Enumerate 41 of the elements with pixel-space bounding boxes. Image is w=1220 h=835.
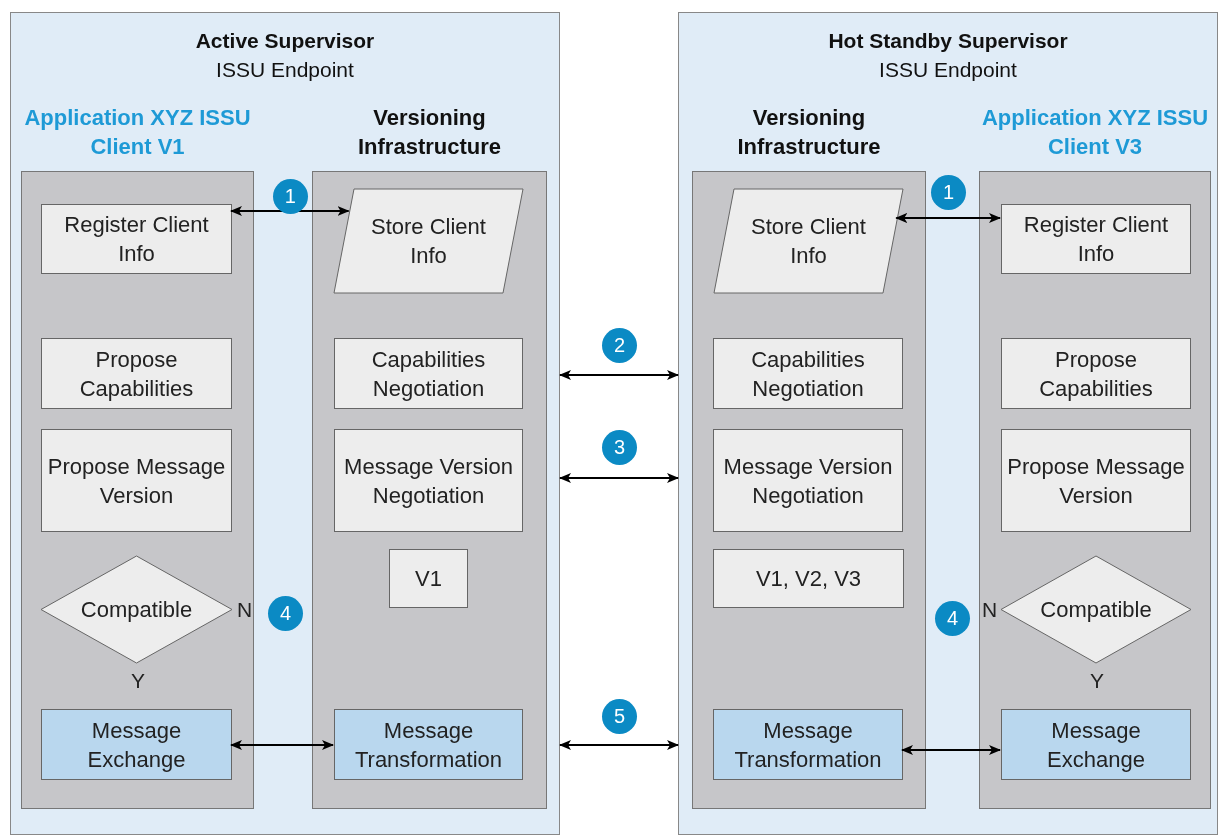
process-box: Register Client Info [1001,204,1191,274]
branch-label: Y [1090,669,1104,693]
process-box: Register Client Info [41,204,232,274]
panel-subtitle: ISSU Endpoint [215,58,355,82]
process-box: Message Exchange [41,709,232,780]
double-arrow [559,473,679,483]
process-box: Propose Capabilities [1001,338,1191,409]
process-box: Message Transformation [334,709,523,780]
lane-heading: Application XYZ ISSU Client V1 [23,104,252,161]
process-box: V1 [389,549,468,608]
process-box: Message Exchange [1001,709,1191,780]
process-box: Message Version Negotiation [334,429,523,532]
panel-title: Active Supervisor [194,29,376,53]
process-box: Capabilities Negotiation [334,338,523,409]
process-box: Propose Message Version [41,429,232,532]
branch-label: Y [131,669,145,693]
process-box: Propose Capabilities [41,338,232,409]
lane-heading: Versioning Infrastructure [736,104,882,161]
panel-subtitle: ISSU Endpoint [878,58,1018,82]
panel-title: Hot Standby Supervisor [827,29,1069,53]
process-box: Propose Message Version [1001,429,1191,532]
step-number: 2 [602,328,637,363]
step-number: 3 [602,430,637,465]
double-arrow [230,740,334,750]
branch-label: N [982,598,998,622]
lane-heading: Versioning Infrastructure [356,104,502,161]
branch-label: N [237,598,253,622]
supervisor-panel [10,12,560,835]
double-arrow [895,213,1001,223]
process-box: Capabilities Negotiation [713,338,903,409]
process-box: V1, V2, V3 [713,549,904,608]
double-arrow [559,370,679,380]
supervisor-panel [678,12,1218,835]
decision-diamond: Compatible [1001,556,1191,663]
decision-diamond: Compatible [41,556,232,663]
double-arrow [901,745,1001,755]
process-box: Message Version Negotiation [713,429,903,532]
lane-heading: Application XYZ ISSU Client V3 [980,104,1210,161]
step-number: 5 [602,699,637,734]
double-arrow [559,740,679,750]
process-box: Message Transformation [713,709,903,780]
